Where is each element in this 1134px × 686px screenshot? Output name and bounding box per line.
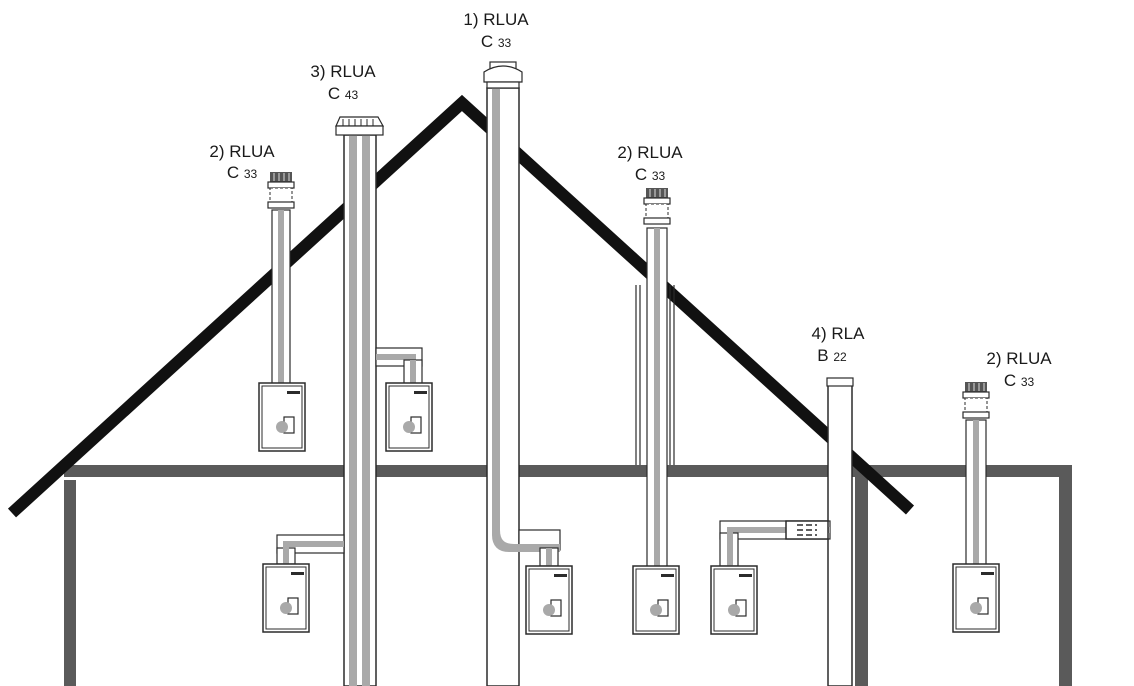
flue-2-left [258,171,306,452]
roof [7,94,915,518]
label-flue-1-title: 1) RLUA [463,10,529,29]
svg-text:B 22: B 22 [817,346,847,365]
label-flue-2-right: 2) RLUA C 33 [986,349,1052,390]
svg-text:C 33: C 33 [1004,371,1035,390]
label-flue-4: 4) RLA B 22 [812,324,866,365]
label-flue-3-num: 43 [345,88,359,102]
flue-3 [262,116,433,686]
label-flue-2-right-code: C [1004,371,1016,390]
flue-2-right [952,381,1000,633]
svg-text:C 33: C 33 [227,163,258,182]
label-flue-1: 1) RLUA C 33 [463,10,529,51]
label-flue-3-title: 3) RLUA [310,62,376,81]
label-flue-1-code: C [481,32,493,51]
label-flue-3: 3) RLUA C 43 [310,62,376,103]
flue-1 [483,61,573,686]
svg-text:C 33: C 33 [635,165,666,184]
label-flue-4-title: 4) RLA [812,324,866,343]
label-flue-2-center-title: 2) RLUA [617,143,683,162]
flue-2-center [632,187,680,635]
label-flue-3-code: C [328,84,340,103]
label-flue-2-right-title: 2) RLUA [986,349,1052,368]
label-flue-2-right-num: 33 [1021,375,1035,389]
flue-4 [710,377,854,686]
label-flue-4-code: B [817,346,828,365]
label-flue-2-center-code: C [635,165,647,184]
building-walls [64,465,1072,686]
label-flue-2-left-title: 2) RLUA [209,142,275,161]
label-flue-1-num: 33 [498,36,512,50]
label-flue-2-center: 2) RLUA C 33 [617,143,683,184]
label-flue-2-left-code: C [227,163,239,182]
svg-text:C 33: C 33 [481,32,512,51]
svg-text:C 43: C 43 [328,84,359,103]
label-flue-2-center-num: 33 [652,169,666,183]
label-flue-2-left: 2) RLUA C 33 [209,142,275,182]
label-flue-4-num: 22 [833,350,847,364]
label-flue-2-left-num: 33 [244,167,258,181]
